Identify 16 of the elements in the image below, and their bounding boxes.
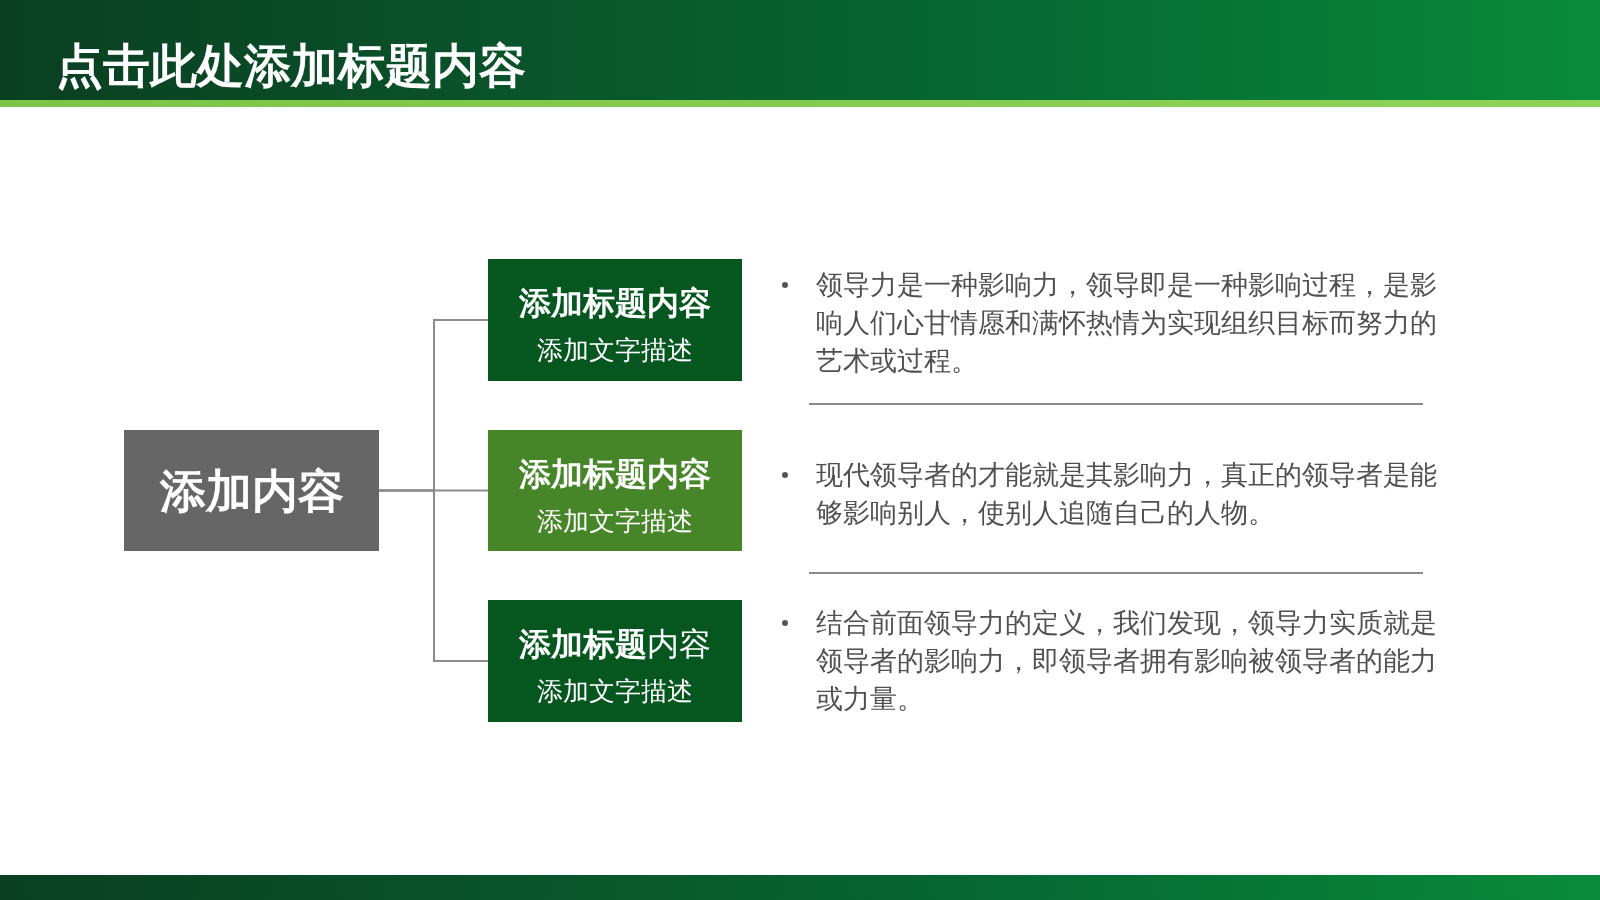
subtopic-box xyxy=(488,430,742,551)
description-text: 领导力是一种影响力，领导即是一种影响过程，是影响人们心甘情愿和满怀热情为实现组织目标而努力的艺术或过程。 xyxy=(816,268,1438,378)
topic-title: 添加内容 xyxy=(159,462,344,519)
box-heading: 添加标题内容 xyxy=(519,624,711,664)
topic-box xyxy=(124,430,379,551)
box-subtitle: 添加文字描述 xyxy=(537,505,693,538)
description-text: 现代领导者的才能就是其影响力，真正的领导者是能够影响别人，使别人追随自己的人物。 xyxy=(816,458,1438,530)
slide-title: 点击此处添加标题内容 xyxy=(56,37,526,95)
box-subtitle: 添加文字描述 xyxy=(537,334,693,367)
box-heading: 添加标题内容 xyxy=(519,283,711,323)
box-heading: 添加标题内容 xyxy=(519,454,711,494)
subtopic-box xyxy=(488,259,742,381)
connector-line xyxy=(378,489,489,662)
subtopic-box xyxy=(488,600,742,722)
box-subtitle: 添加文字描述 xyxy=(537,675,693,708)
description-text: 结合前面领导力的定义，我们发现，领导力实质就是领导者的影响力，即领导者拥有影响被领导者的能力或力量。 xyxy=(816,606,1438,716)
